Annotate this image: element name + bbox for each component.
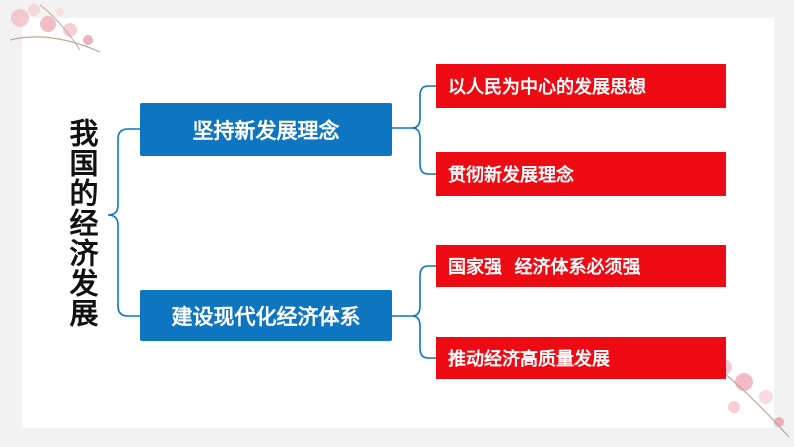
branch-label: 建设现代化经济体系 (171, 304, 361, 329)
leaf-box: 以人民为中心的发展思想 (436, 64, 726, 108)
leaf-label: 以人民为中心的发展思想 (448, 77, 646, 98)
branch-label: 坚持新发展理念 (192, 118, 340, 143)
leaf-label: 贯彻新发展理念 (448, 165, 574, 186)
diagram-title: 我国的经济发展 (65, 118, 99, 328)
leaf-label: 国家强 经济体系必须强 (448, 257, 641, 278)
leaf-box: 贯彻新发展理念 (436, 152, 726, 196)
leaf-label: 推动经济高质量发展 (448, 349, 610, 370)
flower-decoration-icon (9, 4, 101, 53)
leaf-box: 推动经济高质量发展 (436, 337, 726, 379)
branch-box: 坚持新发展理念 (140, 103, 392, 156)
branch-box: 建设现代化经济体系 (140, 290, 392, 341)
leaf-box: 国家强 经济体系必须强 (436, 245, 726, 287)
